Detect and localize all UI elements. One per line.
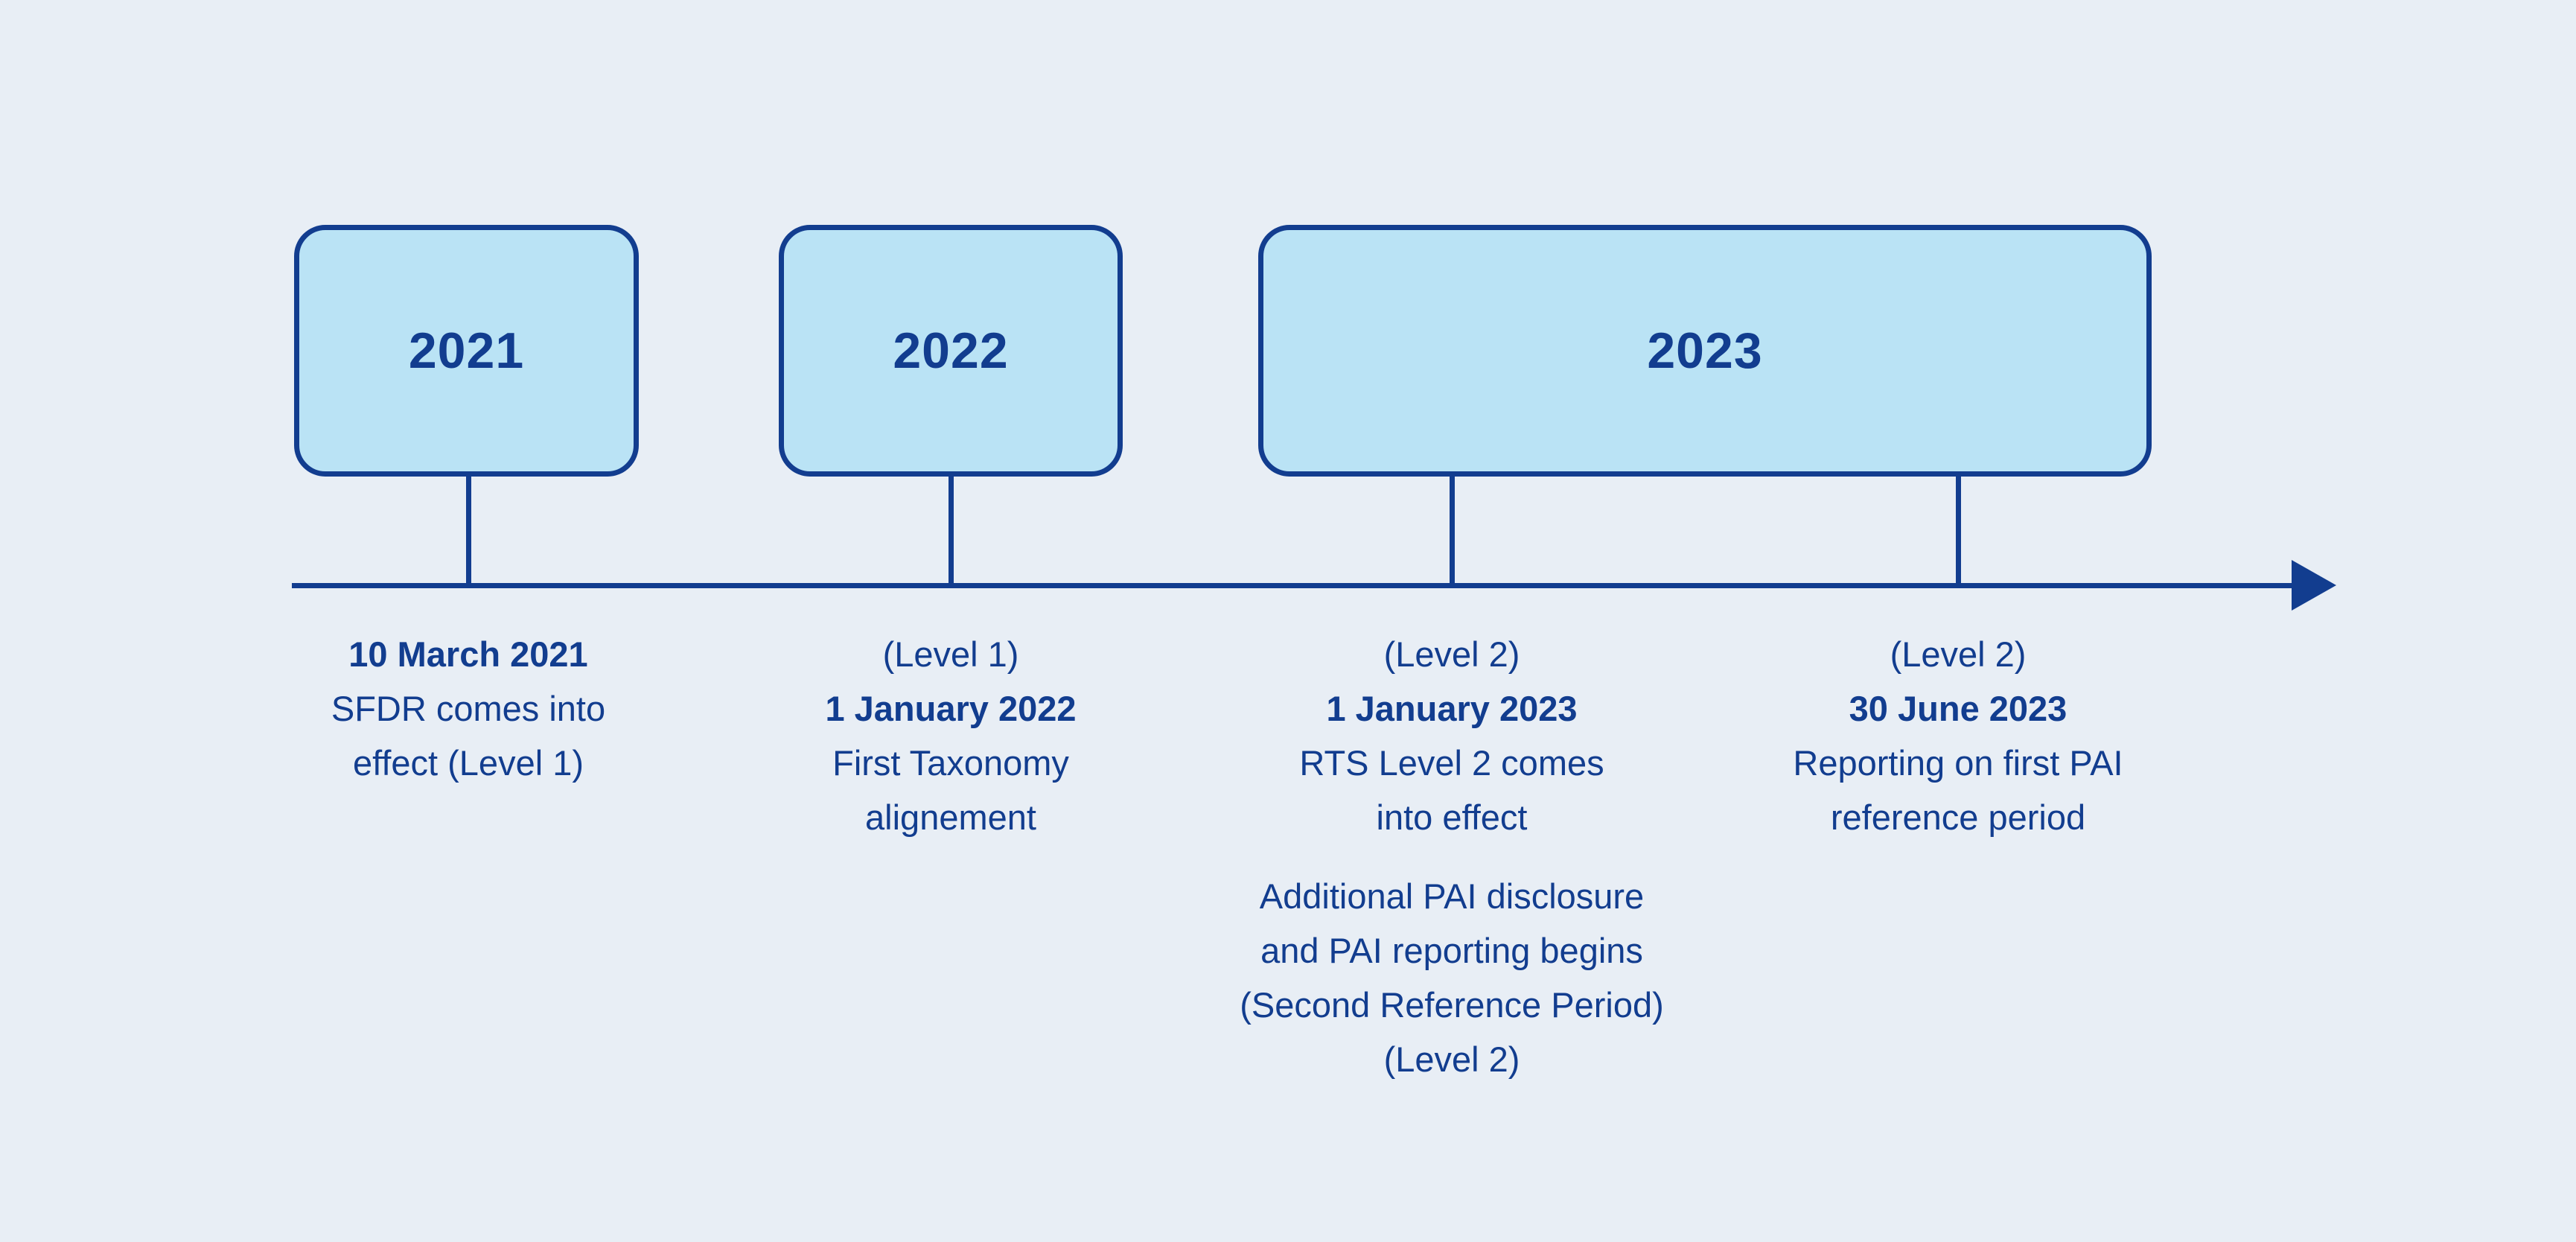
connector-2022 [949, 475, 954, 588]
event-desc-line: Reporting on first PAI [1793, 743, 2123, 783]
event-desc-line: RTS Level 2 comes [1299, 743, 1604, 783]
event-extra-paragraph: Additional PAI disclosure and PAI report… [1191, 869, 1712, 1086]
event-column-january-2023: (Level 2) 1 January 2023 RTS Level 2 com… [1191, 627, 1712, 1086]
event-extra-line: (Second Reference Period) [1240, 985, 1664, 1025]
event-level: (Level 2) [1383, 634, 1520, 674]
event-column-march-2021: 10 March 2021 SFDR comes into effect (Le… [208, 627, 729, 790]
event-desc-line: SFDR comes into [331, 689, 606, 728]
connector-2023-january [1450, 475, 1455, 588]
timeline-arrowhead-icon [2292, 560, 2336, 611]
event-column-january-2022: (Level 1) 1 January 2022 First Taxonomy … [690, 627, 1211, 844]
event-date: 10 March 2021 [348, 634, 588, 674]
event-desc-line: alignement [865, 797, 1036, 837]
event-date: 1 January 2022 [825, 689, 1077, 728]
year-label-2022: 2022 [893, 322, 1009, 379]
connector-2023-june [1956, 475, 1961, 588]
event-level: (Level 1) [882, 634, 1019, 674]
event-level: (Level 2) [1890, 634, 2027, 674]
timeline-axis [292, 583, 2293, 588]
year-box-2021: 2021 [294, 225, 639, 477]
event-desc-line: reference period [1830, 797, 2086, 837]
event-date: 30 June 2023 [1849, 689, 2068, 728]
year-label-2023: 2023 [1647, 322, 1763, 379]
event-extra-line: and PAI reporting begins [1260, 931, 1643, 970]
year-box-2022: 2022 [779, 225, 1123, 477]
event-column-june-2023: (Level 2) 30 June 2023 Reporting on firs… [1697, 627, 2219, 844]
connector-2021 [466, 475, 471, 588]
event-desc-line: First Taxonomy [832, 743, 1069, 783]
event-extra-line: (Level 2) [1383, 1039, 1520, 1079]
event-desc-line: effect (Level 1) [352, 743, 584, 783]
year-label-2021: 2021 [408, 322, 525, 379]
year-box-2023: 2023 [1258, 225, 2152, 477]
event-desc-line: into effect [1376, 797, 1528, 837]
event-date: 1 January 2023 [1326, 689, 1578, 728]
event-extra-line: Additional PAI disclosure [1259, 876, 1645, 916]
